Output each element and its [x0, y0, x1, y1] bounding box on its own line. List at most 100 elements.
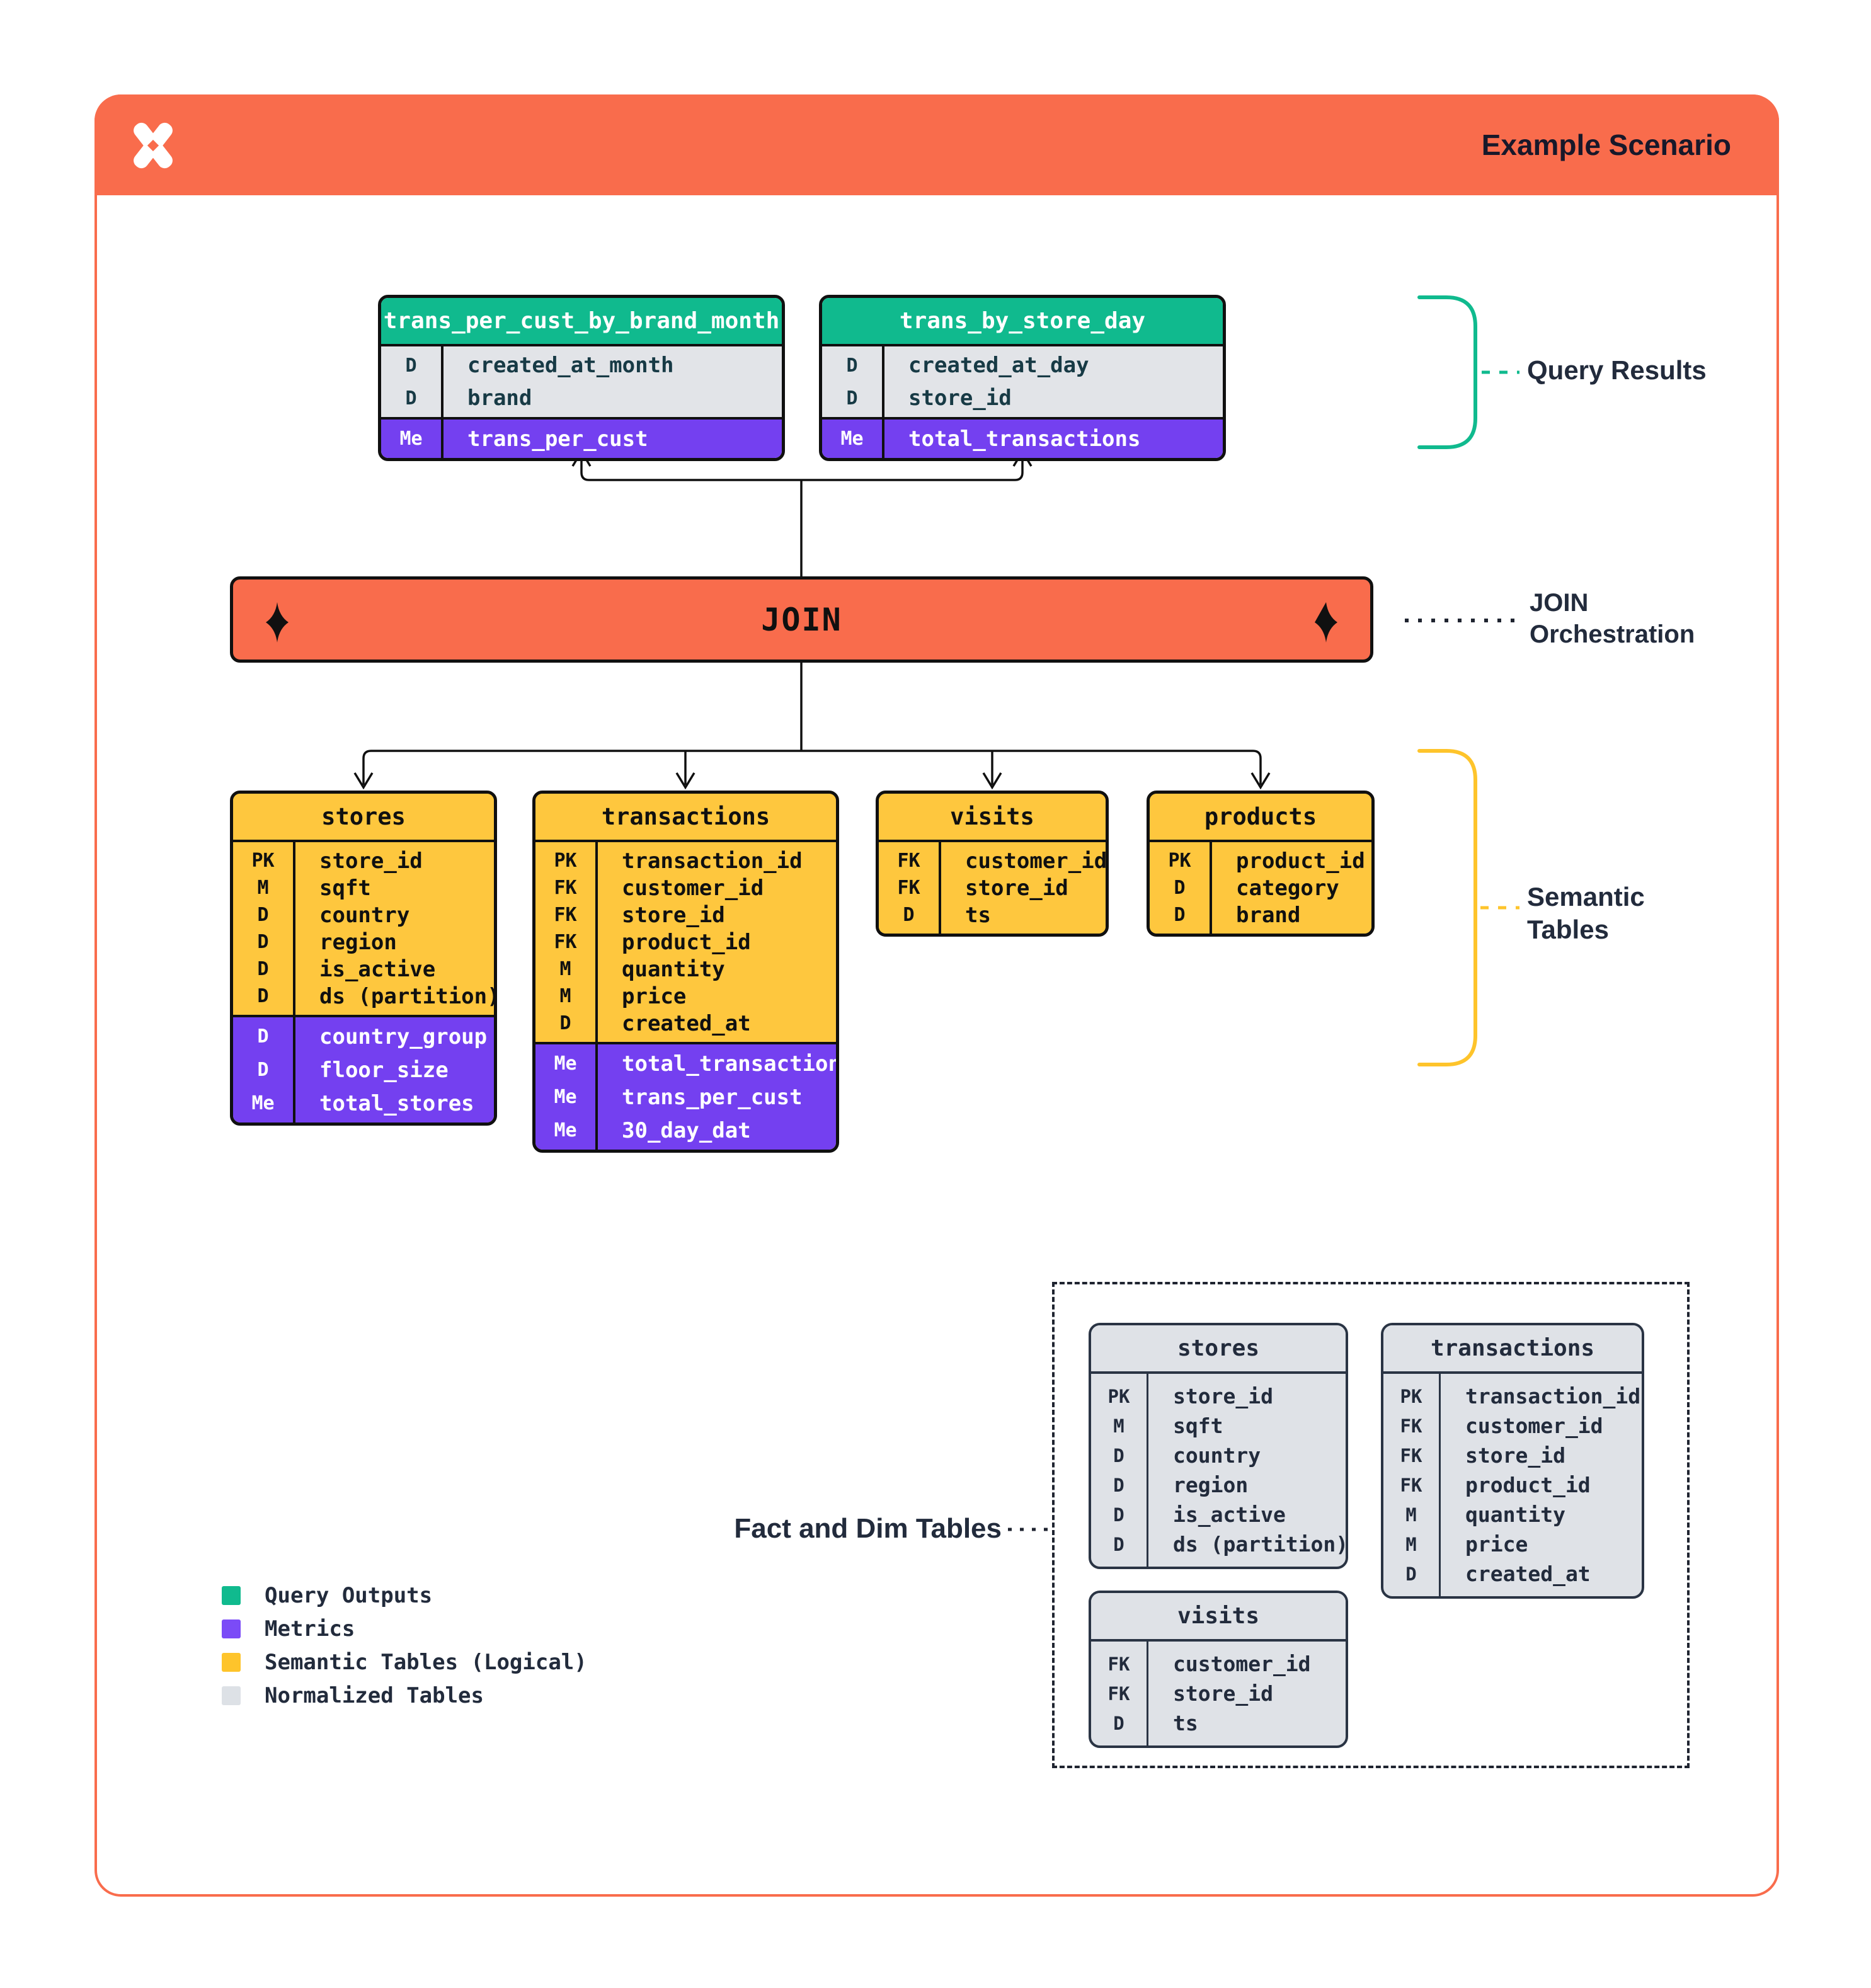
field-key: D: [1113, 1444, 1124, 1466]
field-key: D: [559, 1012, 571, 1034]
field-name: store_id: [1465, 1443, 1565, 1468]
field-name: store_id: [1173, 1384, 1273, 1408]
field-name: region: [319, 929, 397, 955]
field-key: D: [405, 354, 417, 377]
field-name: country_group: [319, 1024, 488, 1049]
table-title: visits: [879, 794, 1106, 842]
table-row: FK customer_id: [879, 847, 1106, 874]
field-key: M: [1113, 1415, 1124, 1437]
label-line: Semantic: [1527, 882, 1645, 911]
field-name: customer_id: [965, 848, 1107, 874]
field-key: M: [559, 985, 571, 1007]
field-key: PK: [554, 850, 577, 872]
field-name: ds (partition): [319, 983, 497, 1009]
field-name: category: [1236, 875, 1339, 901]
field-key: FK: [1107, 1682, 1130, 1705]
field-name: price: [622, 983, 687, 1009]
field-name: sqft: [319, 875, 371, 901]
field-key: D: [257, 1059, 269, 1081]
field-name: ds (partition): [1173, 1532, 1348, 1557]
label-line: Tables: [1527, 915, 1609, 944]
diamond-icon: [266, 602, 289, 643]
field-name: country: [1173, 1443, 1261, 1468]
legend-item: Query Outputs: [222, 1579, 587, 1612]
field-key: D: [1113, 1504, 1124, 1526]
legend-item: Normalized Tables: [222, 1679, 587, 1712]
legend-item: Semantic Tables (Logical): [222, 1645, 587, 1679]
arrow-down-icon: [675, 772, 695, 790]
field-key: Me: [251, 1092, 275, 1114]
field-key: D: [1113, 1533, 1124, 1555]
x-pinwheel-logo-icon: [134, 122, 173, 169]
field-key: PK: [251, 850, 275, 872]
field-name: quantity: [1465, 1502, 1565, 1527]
arrow-down-icon: [1250, 772, 1271, 790]
label-line: JOIN: [1530, 589, 1589, 617]
label-line: Orchestration: [1530, 620, 1695, 648]
table-title: transactions: [1383, 1325, 1642, 1374]
legend-label: Normalized Tables: [265, 1682, 484, 1708]
field-name: product_id: [622, 929, 751, 955]
field-key: M: [257, 877, 269, 899]
table-row: FK customer_id: [1091, 1649, 1346, 1679]
query-results-label: Query Results: [1527, 355, 1707, 385]
field-name: is_active: [319, 956, 436, 982]
field-key: M: [1405, 1533, 1417, 1555]
table-title: transactions: [535, 794, 836, 842]
field-key: Me: [554, 1086, 577, 1108]
field-key: Me: [554, 1053, 577, 1075]
field-key: Me: [399, 428, 423, 450]
field-name: total_stores: [319, 1090, 474, 1116]
field-name: created_at: [622, 1010, 751, 1036]
field-key: FK: [897, 850, 920, 872]
field-name: price: [1465, 1532, 1528, 1557]
legend-swatch-icon: [222, 1619, 241, 1638]
page-title: Example Scenario: [1481, 129, 1731, 161]
join-orchestration-label: JOIN Orchestration: [1530, 587, 1695, 650]
field-name: store_id: [319, 848, 423, 874]
legend-swatch-icon: [222, 1585, 241, 1605]
field-key: PK: [1107, 1385, 1130, 1407]
field-name: store_id: [908, 386, 1012, 411]
table-title: visits: [1091, 1593, 1346, 1642]
field-key: M: [1405, 1504, 1417, 1526]
table-row: PK store_id: [1091, 1381, 1346, 1411]
field-name: region: [1173, 1473, 1249, 1497]
field-name: transaction_id: [1465, 1384, 1641, 1408]
arrow-down-icon: [982, 772, 1002, 790]
field-name: customer_id: [1173, 1652, 1311, 1676]
legend-item: Metrics: [222, 1612, 587, 1645]
field-key: FK: [1107, 1653, 1130, 1675]
table-title: stores: [1091, 1325, 1346, 1374]
field-key: FK: [1400, 1474, 1422, 1496]
field-key: FK: [554, 931, 577, 953]
